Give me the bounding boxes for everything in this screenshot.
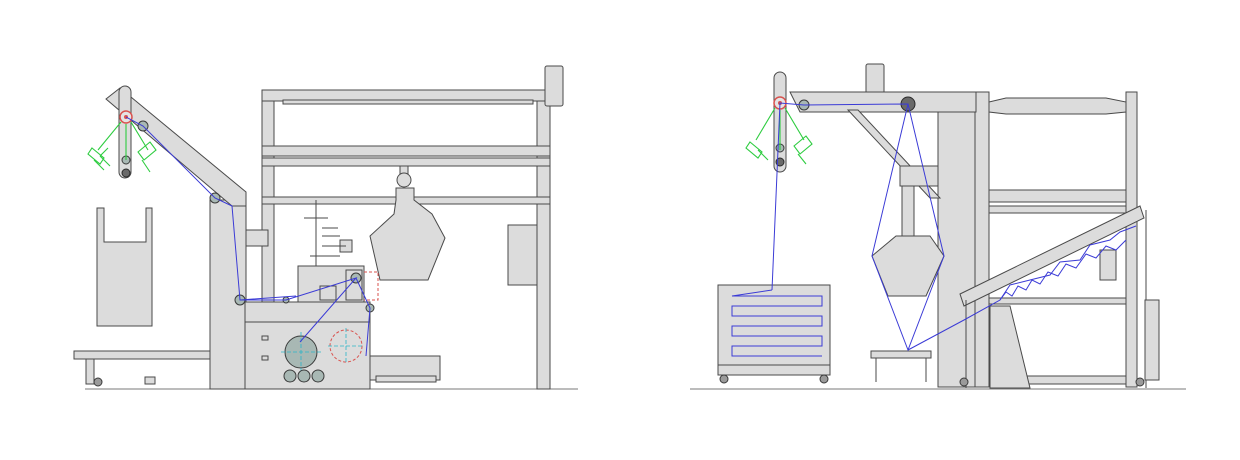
head-mount [899, 165, 939, 187]
head-stem-right [901, 185, 915, 237]
control-window [319, 285, 337, 301]
machine-left [73, 65, 578, 390]
frame-mid-beam [261, 145, 551, 157]
table-leg [85, 358, 95, 385]
tray-base [375, 375, 437, 383]
sensor-beams-right [745, 107, 813, 165]
frame-top-beam [261, 89, 551, 102]
cross-rail-low [988, 297, 1127, 305]
dashed-guard [364, 271, 379, 301]
cart-wheel-1 [719, 374, 729, 384]
end-panel [1144, 299, 1160, 381]
fabric-cart [717, 284, 831, 370]
small-table [870, 350, 932, 359]
sensor-beams-left [87, 121, 157, 173]
inspection-head [369, 187, 446, 281]
cross-rail-top [988, 97, 1127, 115]
machine-right [690, 63, 1186, 390]
drum-centerlines [281, 328, 364, 372]
frame-top-rail [282, 99, 534, 105]
boom-arm [105, 87, 247, 207]
fabric-path-left [125, 116, 371, 357]
fabric-bin [96, 207, 153, 327]
center-column [937, 91, 977, 388]
conveyor-motor [1099, 249, 1117, 281]
side-panel [507, 224, 538, 286]
conveyor-wheel-2 [1135, 377, 1145, 387]
column-post [974, 91, 990, 388]
fabric-folds [731, 289, 823, 357]
boom-vertical-arm [118, 85, 132, 179]
base-wedge [989, 305, 1031, 389]
frame-top-cap [544, 65, 564, 107]
conveyor-wheel-1 [959, 377, 969, 387]
cross-rail-mid-2 [988, 205, 1127, 214]
roller-b [297, 369, 311, 383]
table-foot [144, 376, 156, 385]
table-caster [93, 377, 103, 387]
mast-lines [304, 200, 346, 266]
frame-post-right [536, 89, 551, 390]
cross-rail-bottom [988, 375, 1127, 385]
right-post [1125, 91, 1138, 388]
inspection-head-right [871, 235, 945, 297]
top-beam-right [789, 91, 977, 113]
indicator-2 [261, 355, 269, 361]
cross-rail-mid [988, 189, 1127, 203]
roller-a [283, 369, 297, 383]
fabric-wave [999, 239, 1127, 301]
top-cap-right [865, 63, 885, 95]
column-bracket [245, 229, 269, 247]
conveyor-table [73, 350, 211, 360]
head-pivot [396, 172, 412, 188]
support-column [209, 199, 247, 390]
sloped-conveyor [959, 205, 1145, 307]
frame-mid-beam-2 [261, 157, 551, 167]
cart-wheel-2 [819, 374, 829, 384]
cart-base [717, 364, 831, 376]
fabric-path-right [771, 102, 1137, 352]
boom-roller-4 [121, 168, 131, 178]
roller-c [311, 369, 325, 383]
indicator-1 [261, 335, 269, 341]
table-legs-right [875, 358, 927, 382]
